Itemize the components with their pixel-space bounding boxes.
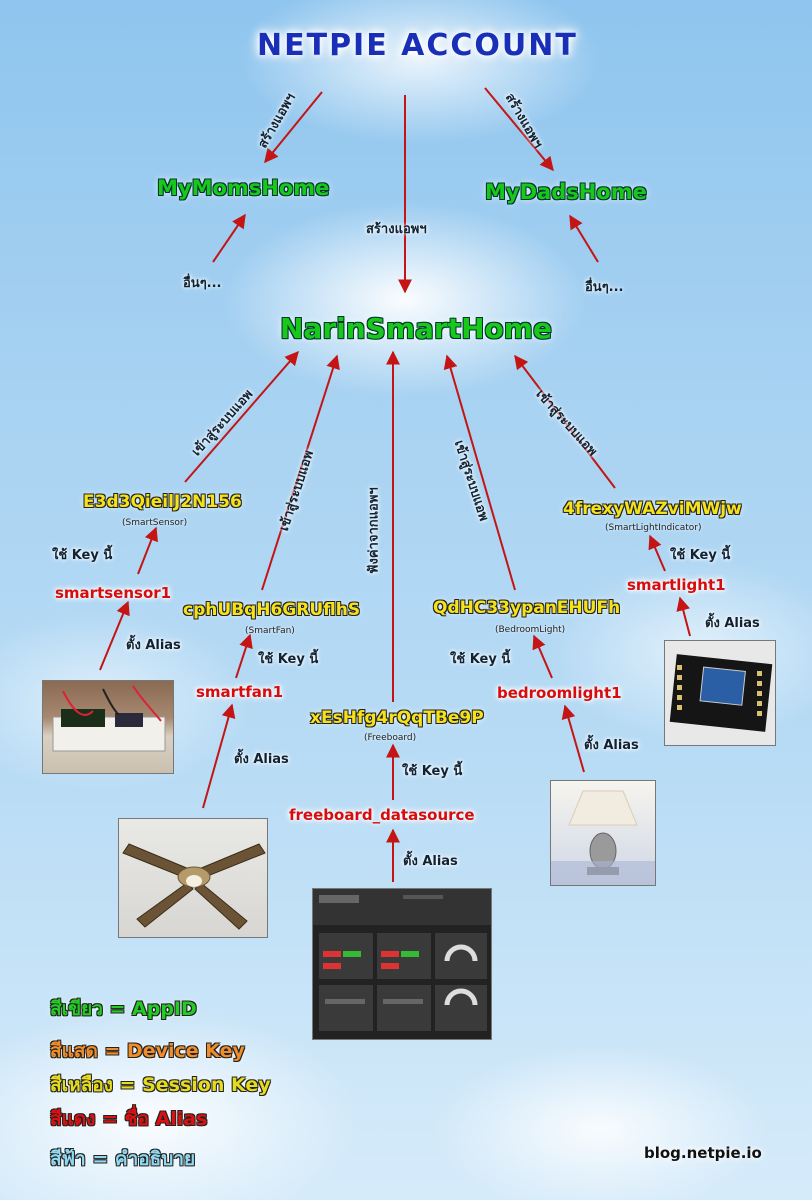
device-key-indicator: 4frexyWAZviMWjw — [563, 499, 742, 519]
arrow-indicator-main — [514, 354, 616, 489]
page-title: NETPIE ACCOUNT — [257, 28, 578, 63]
arrow-others-dads — [569, 214, 599, 263]
note-use-key-bedroom: ใช้ Key นี้ — [450, 652, 511, 667]
legend-description: สีฟ้า = คำอธิบาย — [50, 1148, 196, 1170]
credit-blog: blog.netpie.io — [644, 1144, 762, 1162]
note-set-alias-indicator: ตั้ง Alias — [705, 616, 760, 631]
device-type-fan: (SmartFan) — [245, 626, 295, 636]
note-listen-freeboard: ฟังค่าจากแอพฯ — [366, 487, 382, 574]
note-create-app-center: สร้างแอพฯ — [366, 222, 427, 237]
arrow-fanalias-key — [235, 633, 253, 679]
arrow-sensor-main — [184, 350, 299, 483]
app-my-dads-home: MyDadsHome — [485, 180, 647, 204]
note-set-alias-sensor: ตั้ง Alias — [126, 638, 181, 653]
device-key-sensor: E3d3QieilJ2N156 — [83, 492, 242, 512]
arrow-fan-main — [261, 354, 340, 591]
arrow-others-moms — [212, 213, 246, 263]
app-narin-smart-home: NarinSmartHome — [280, 312, 552, 345]
alias-sensor: smartsensor1 — [55, 584, 172, 602]
arrow-sensoralias-key — [137, 526, 158, 575]
note-use-key-fan: ใช้ Key นี้ — [258, 652, 319, 667]
arrow-bedroom-main — [443, 354, 516, 591]
device-type-bedroom: (BedroomLight) — [495, 625, 566, 635]
arrow-indicatorphoto-alias — [676, 596, 691, 637]
arrow-sensorphoto-alias — [99, 600, 130, 671]
alias-freeboard: freeboard_datasource — [289, 806, 475, 824]
device-type-freeboard: (Freeboard) — [364, 733, 417, 743]
device-type-sensor: (SmartSensor) — [122, 518, 188, 528]
note-use-key-sensor: ใช้ Key นี้ — [52, 548, 113, 563]
breadboard-photo — [42, 680, 174, 774]
note-set-alias-fan: ตั้ง Alias — [234, 752, 289, 767]
note-use-key-indicator: ใช้ Key นี้ — [670, 548, 731, 563]
note-set-alias-freeboard: ตั้ง Alias — [403, 854, 458, 869]
legend-device-key: สีแสด = Device Key — [50, 1040, 245, 1062]
alias-fan: smartfan1 — [196, 683, 284, 701]
table-lamp-photo — [550, 780, 656, 886]
alias-bedroom: bedroomlight1 — [497, 684, 622, 702]
arrow-account-dads — [484, 87, 554, 172]
ceiling-fan-photo — [118, 818, 268, 938]
device-key-freeboard: xEsHfg4rQqTBe9P — [310, 708, 484, 728]
note-others-right: อื่นๆ... — [585, 280, 624, 295]
arrow-fanphoto-alias — [202, 703, 236, 809]
legend-appid: สีเขียว = AppID — [50, 998, 197, 1020]
freeboard-dashboard-screenshot — [312, 888, 492, 1040]
arrow-bedalias-key — [532, 634, 553, 679]
app-my-moms-home: MyMomsHome — [157, 176, 330, 200]
note-set-alias-bedroom: ตั้ง Alias — [584, 738, 639, 753]
note-others-left: อื่นๆ... — [183, 276, 222, 291]
device-key-bedroom: QdHC33ypanEHUFh — [433, 598, 621, 618]
legend-alias: สีแดง = ชื่อ Alias — [50, 1108, 208, 1130]
alias-indicator: smartlight1 — [627, 576, 726, 594]
arrow-account-moms — [264, 91, 323, 164]
esp8266-board-photo — [664, 640, 776, 746]
device-key-fan: cphUBqH6GRUflhS — [183, 600, 361, 620]
device-type-indicator: (SmartLightIndicator) — [605, 523, 702, 533]
arrow-lampphoto-alias — [561, 704, 585, 773]
legend-session-key: สีเหลือง = Session Key — [50, 1074, 271, 1096]
arrow-lightalias-key — [648, 534, 666, 572]
note-use-key-freeboard: ใช้ Key นี้ — [402, 764, 463, 779]
